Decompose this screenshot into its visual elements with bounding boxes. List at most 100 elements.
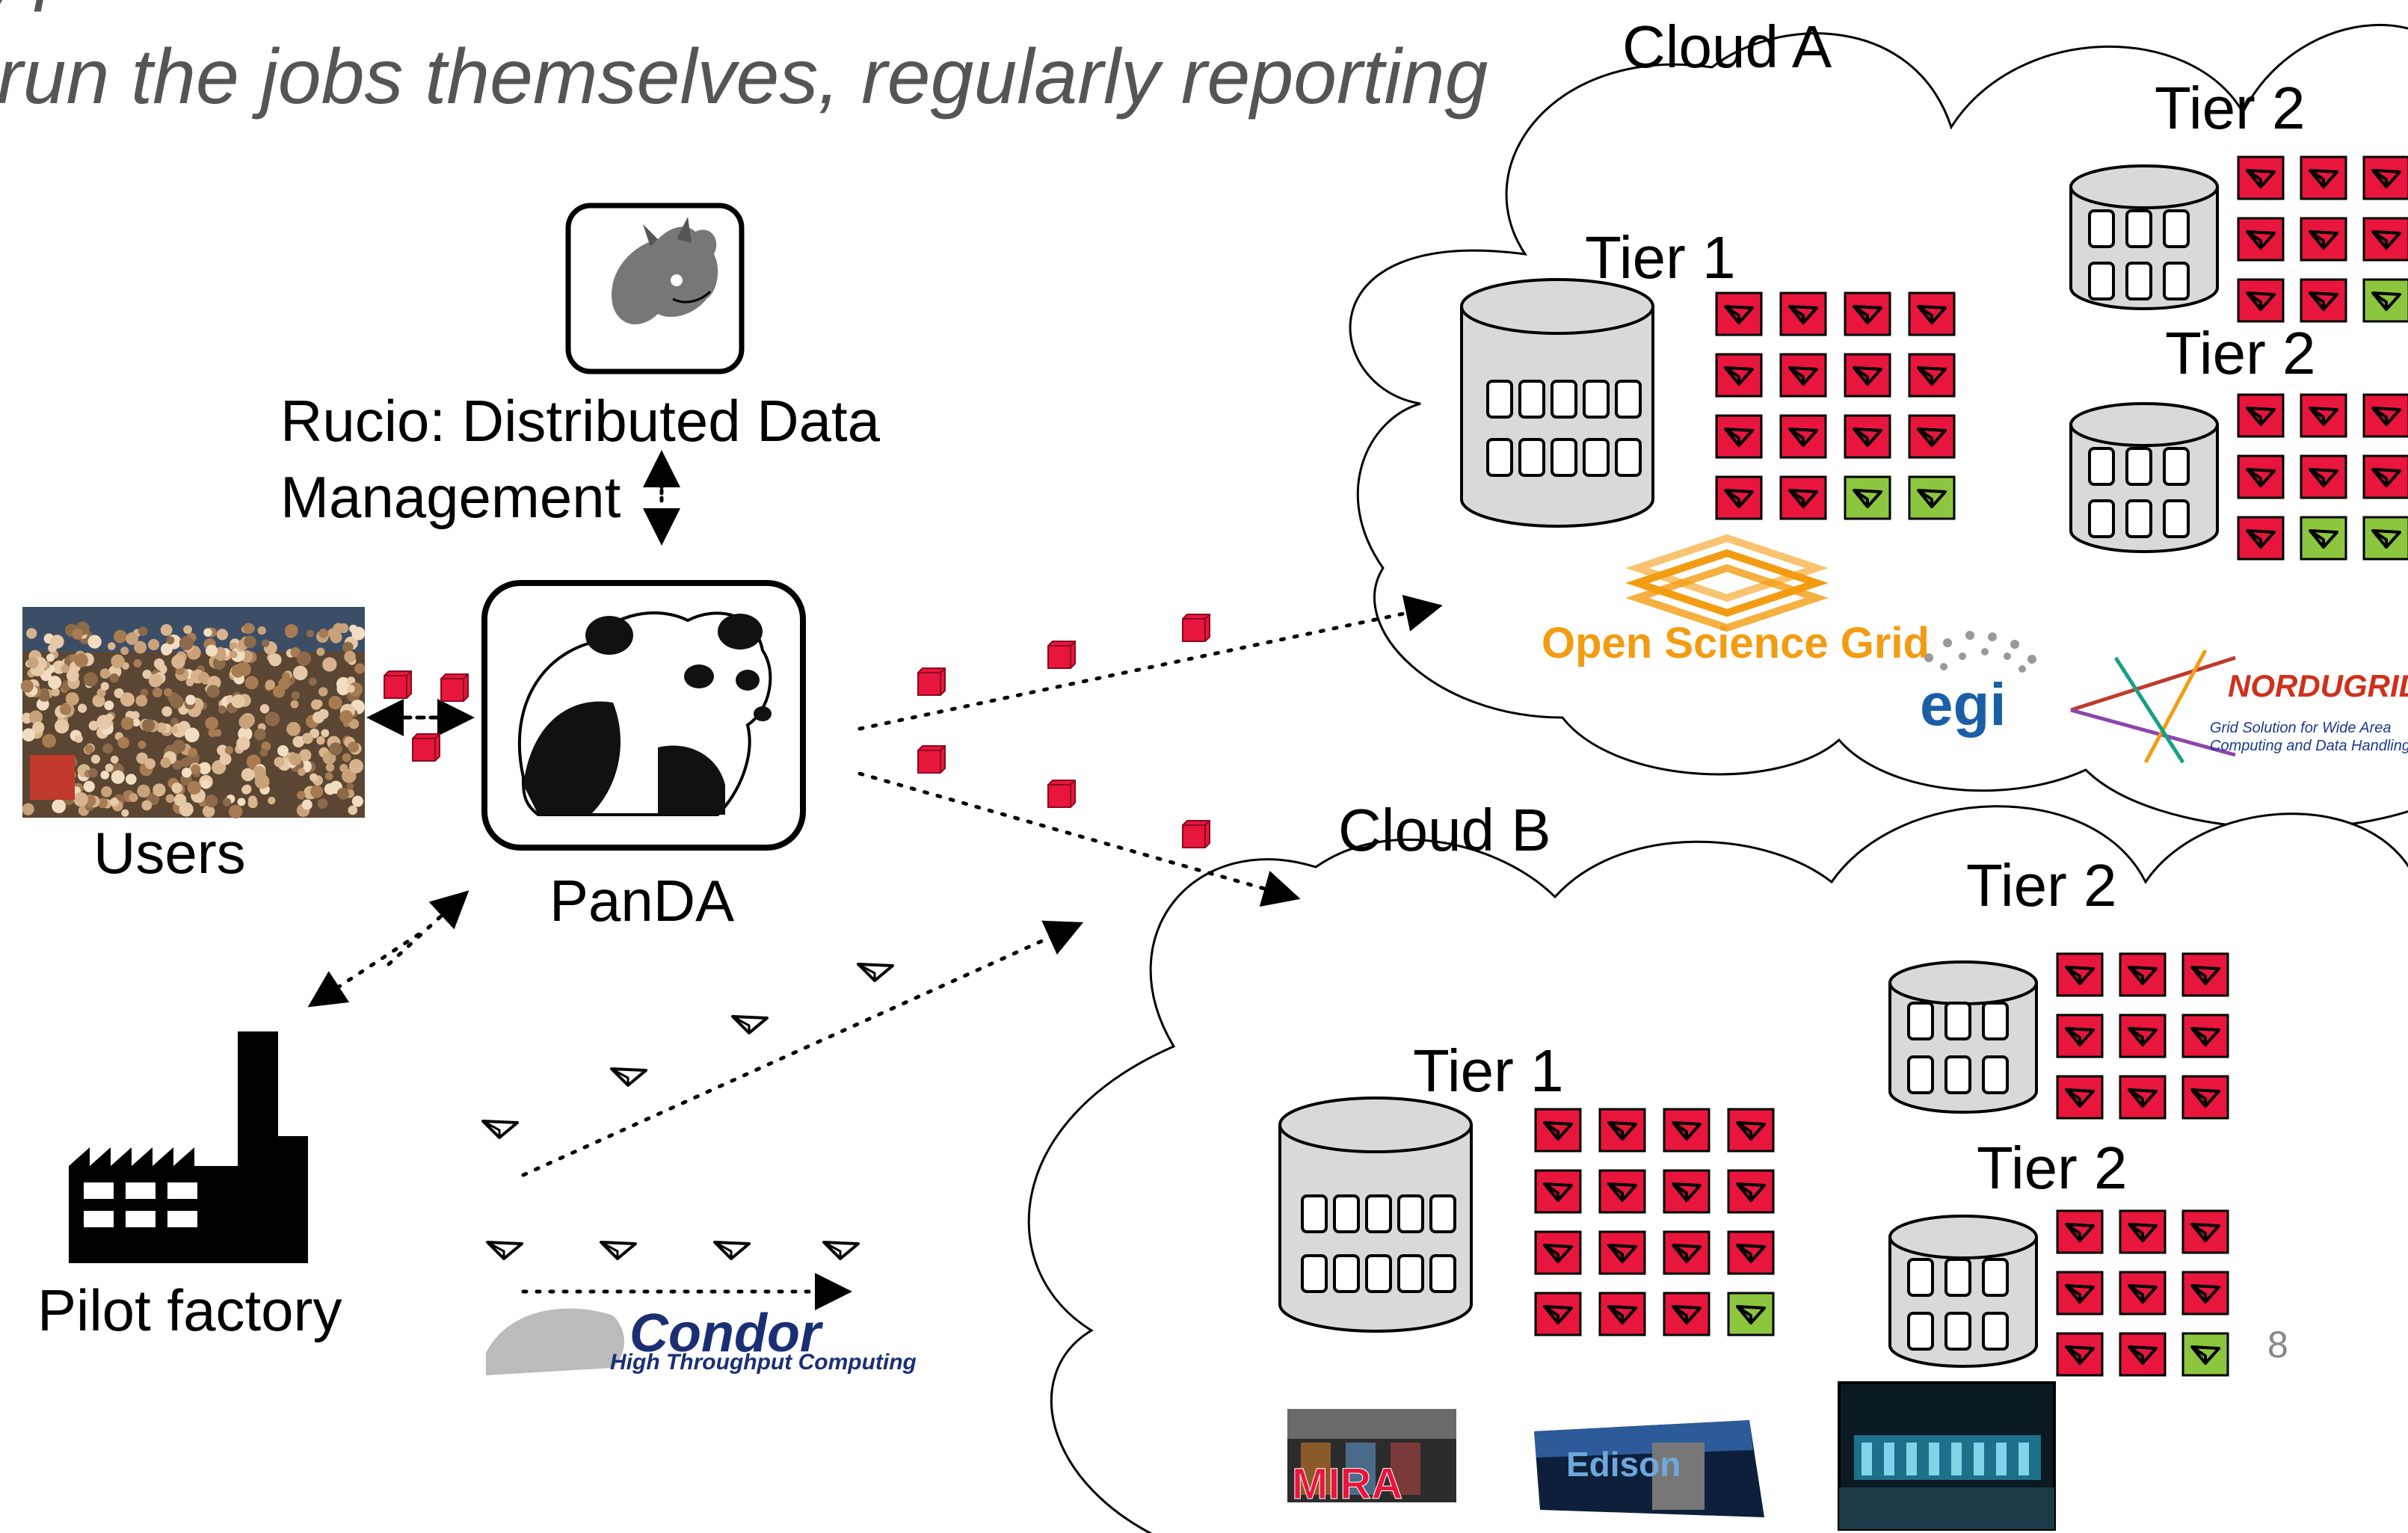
free-job-slot [2362, 516, 2408, 561]
busy-job-slot [1727, 1230, 1775, 1275]
egi-logo: egi [1920, 631, 2036, 738]
cloud-b-tier2-label: Tier 2 [1966, 852, 2117, 919]
factory-icon [69, 1031, 308, 1263]
egi-label: egi [1920, 671, 2007, 738]
busy-job-slot [1534, 1108, 1582, 1153]
busy-job-slot [1663, 1292, 1710, 1336]
cloud-a-tier1-label: Tier 1 [1585, 224, 1736, 291]
cloud-b-tier1-storage [1278, 1096, 1473, 1333]
rucio-label: Management [280, 464, 621, 530]
busy-job-slot [1908, 292, 1956, 336]
busy-job-slot [1598, 1169, 1646, 1214]
busy-job-slot [1663, 1230, 1710, 1275]
free-job-slot [1727, 1292, 1775, 1336]
busy-job-slot [1598, 1108, 1646, 1153]
condor-label: Condor [629, 1304, 824, 1363]
mira-supercomputer-image: MIRA [1287, 1409, 1456, 1509]
busy-job-slot [2300, 278, 2347, 323]
cloud-b: Cloud B Tier 1 Tier 2 Tier 2 [1027, 797, 2408, 1533]
panda-icon [481, 580, 806, 851]
busy-job-slot [1779, 414, 1827, 459]
job-cube [1047, 780, 1076, 808]
busy-job-slot [1534, 1230, 1582, 1275]
pilot-planes [481, 963, 894, 1260]
job-cube [1182, 820, 1210, 848]
cloud-a-tier1-jobs [1715, 292, 1956, 520]
cloud-b-tier2-storage [1888, 960, 2038, 1114]
cloud-b-tier2-jobs [2056, 952, 2229, 1120]
pilot-icon [857, 963, 894, 982]
cloud-a-tier2-jobs [2237, 155, 2408, 323]
busy-job-slot [1727, 1169, 1775, 1214]
pilot-cloud-b-arrow [521, 920, 1084, 1177]
busy-job-slot [2300, 155, 2347, 200]
osg-label: Open Science Grid [1542, 619, 1930, 667]
edison-supercomputer-image: Edison [1534, 1420, 1764, 1517]
caption: ple pilots, pilots contact PanDA run the… [0, 0, 1488, 120]
busy-job-slot [2119, 952, 2167, 997]
busy-job-slot [1534, 1292, 1582, 1336]
pilot-icon [713, 1241, 751, 1260]
busy-job-slot [2237, 155, 2285, 200]
users-crowd-image [20, 607, 366, 819]
busy-job-slot [1715, 475, 1763, 520]
busy-job-slot [2181, 952, 2229, 997]
busy-job-slot [2362, 155, 2408, 200]
cloud-b-tier2-label: Tier 2 [1977, 1135, 2128, 1201]
busy-job-slot [1663, 1108, 1710, 1153]
busy-job-slot [2119, 1209, 2167, 1254]
busy-job-slot [1844, 414, 1891, 459]
busy-job-slot [1598, 1230, 1646, 1275]
rucio-label: Rucio: Distributed Data [280, 388, 881, 454]
busy-job-slot [2300, 454, 2347, 499]
job-cube [1182, 614, 1210, 642]
cloud-a-tier2-storage [2069, 402, 2219, 553]
busy-job-slot [2056, 1332, 2104, 1377]
busy-job-slot [2181, 1271, 2229, 1315]
busy-job-slot [2362, 217, 2408, 262]
pilot-icon [486, 1241, 523, 1260]
cloud-b-tier2-jobs [2056, 1209, 2229, 1377]
rucio-icon [565, 203, 745, 374]
job-cube [412, 733, 440, 762]
free-job-slot [2181, 1332, 2229, 1377]
panda-cloud-b-arrow [857, 771, 1301, 907]
busy-job-slot [2181, 1209, 2229, 1254]
busy-job-slot [2237, 278, 2285, 323]
busy-job-slot [1844, 353, 1891, 398]
pilot-icon [481, 1120, 519, 1139]
busy-job-slot [2300, 393, 2347, 438]
busy-job-slot [2362, 393, 2408, 438]
nordugrid-tagline: Computing and Data Handling [2210, 738, 2408, 754]
busy-job-slot [2056, 1209, 2104, 1254]
busy-job-slot [2237, 454, 2285, 499]
cloud-a-tier2-label: Tier 2 [2155, 75, 2306, 141]
busy-job-slot [1908, 414, 1956, 459]
cloud-a-tier2-jobs [2237, 393, 2408, 561]
job-cube [440, 673, 469, 702]
busy-job-slot [1598, 1292, 1646, 1336]
pilot-icon [600, 1241, 637, 1260]
busy-job-slot [1715, 292, 1763, 336]
nordugrid-label: NORDUGRID [2228, 668, 2408, 703]
busy-job-slot [2237, 393, 2285, 438]
osg-logo: Open Science Grid [1542, 534, 1930, 667]
users-label: Users [93, 820, 246, 886]
panda-label: PanDA [549, 868, 734, 934]
page-number: 8 [2267, 1324, 2288, 1366]
panda-cloud-a-arrow [857, 594, 1443, 731]
busy-job-slot [2181, 1014, 2229, 1058]
cloud-b-tier1-jobs [1534, 1108, 1775, 1336]
free-job-slot [2362, 278, 2408, 323]
busy-job-slot [1779, 292, 1827, 336]
pilot-icon [731, 1015, 769, 1034]
busy-job-slot [2056, 952, 2104, 997]
arrows [307, 450, 1443, 1310]
cloud-b-label: Cloud B [1338, 797, 1551, 863]
nordugrid-logo: NORDUGRID Grid Solution for Wide Area Co… [2070, 649, 2408, 764]
busy-job-slot [2119, 1332, 2167, 1377]
busy-job-slot [1534, 1169, 1582, 1214]
factory-panda-arrow [387, 890, 469, 966]
busy-job-slot [1908, 353, 1956, 398]
